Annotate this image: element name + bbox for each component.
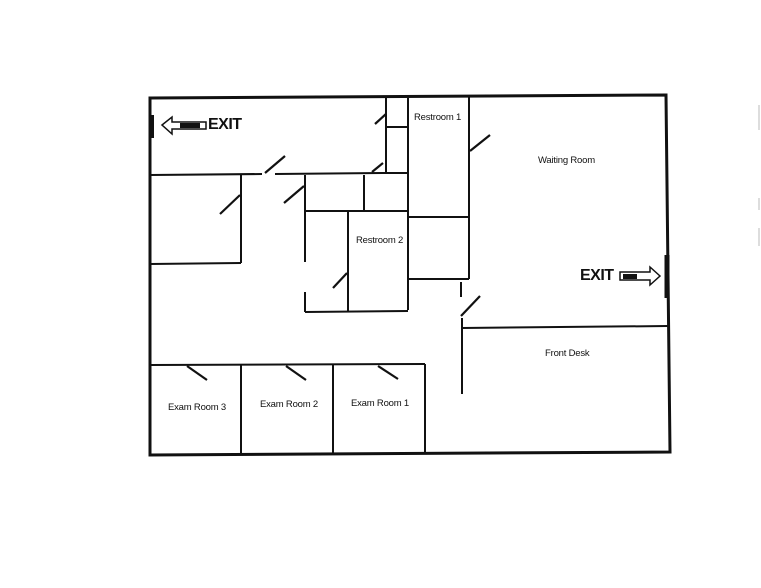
scan-edge-mark (758, 198, 760, 210)
room-label-front-desk: Front Desk (545, 348, 590, 359)
scan-edge-mark (758, 105, 760, 130)
wall (461, 325, 669, 329)
scan-edge-mark (758, 228, 760, 246)
door-swing (377, 365, 399, 380)
door-swing (374, 113, 387, 125)
door-swing (460, 295, 481, 317)
wall (304, 310, 409, 313)
room-label-exam-room-1: Exam Room 1 (351, 398, 409, 409)
wall (149, 363, 426, 366)
room-label-waiting-room: Waiting Room (538, 155, 595, 166)
outer-wall (148, 93, 672, 457)
exit-arrow-right-icon (619, 265, 662, 287)
door-swing (219, 194, 241, 215)
wall (149, 173, 263, 176)
exit-west-label: EXIT (208, 116, 242, 133)
door-swing (186, 365, 208, 381)
room-label-exam-room-2: Exam Room 2 (260, 399, 318, 410)
exit-east-label: EXIT (580, 267, 614, 284)
door-swing (332, 272, 348, 289)
door-swing (283, 185, 305, 204)
wall (274, 172, 384, 175)
door-swing (371, 162, 384, 173)
room-label-exam-room-3: Exam Room 3 (168, 402, 226, 413)
door-swing (469, 134, 491, 152)
room-label-restroom-1: Restroom 1 (414, 112, 462, 123)
exit-arrow-left-icon (160, 115, 207, 136)
wall (149, 262, 242, 265)
room-label-restroom-2: Restroom 2 (356, 235, 404, 246)
door-swing (264, 155, 286, 174)
door-swing (285, 365, 307, 381)
